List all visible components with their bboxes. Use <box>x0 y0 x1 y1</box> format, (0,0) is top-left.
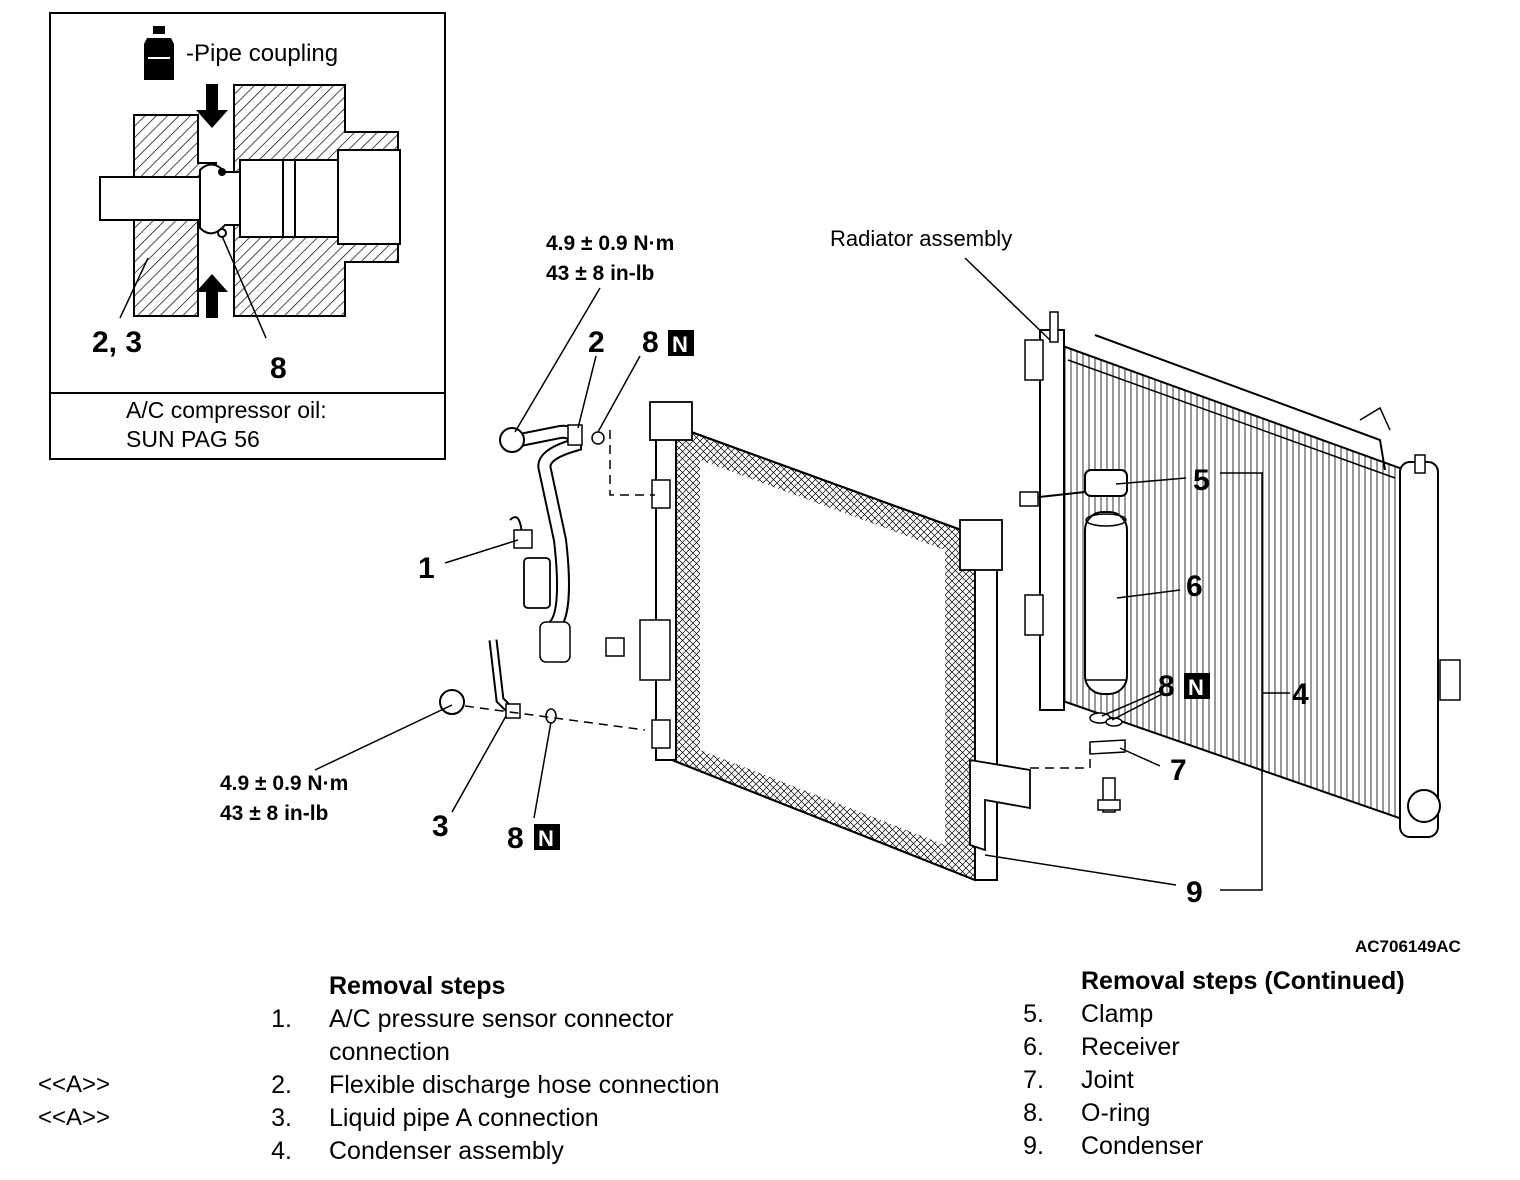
step-text: Condenser <box>1081 1132 1204 1160</box>
step-text: Receiver <box>1081 1033 1180 1061</box>
step-number: 1. <box>271 1005 292 1033</box>
step-text: Flexible discharge hose connection <box>329 1071 720 1099</box>
oil-spec-line1: A/C compressor oil: <box>126 397 327 423</box>
n-badge-bottom-text: N <box>538 826 554 851</box>
radiator-label: Radiator assembly <box>830 226 1012 251</box>
torque-bottom-line2: 43 ± 8 in-lb <box>220 802 328 825</box>
receiver <box>1019 469 1128 813</box>
removal-steps-left: Removal steps 1. A/C pressure sensor con… <box>0 968 780 1178</box>
step-number: 7. <box>1023 1066 1044 1094</box>
step-number: 9. <box>1023 1132 1044 1160</box>
liquid-pipe-a <box>439 639 557 724</box>
alignment-lines <box>464 430 1091 769</box>
oil-can-icon <box>144 26 174 80</box>
n-badge-top-text: N <box>672 332 688 357</box>
removal-steps-title: Removal steps <box>329 972 506 1000</box>
callout-2: 2 <box>588 326 605 359</box>
coupling-label: -Pipe coupling <box>186 40 338 67</box>
step-text: Liquid pipe A connection <box>329 1104 599 1132</box>
step-text: Clamp <box>1081 1000 1154 1028</box>
step-number: 8. <box>1023 1099 1044 1127</box>
step-text: Joint <box>1081 1066 1134 1094</box>
inset-oring-label: 8 <box>270 352 287 385</box>
torque-top-line1: 4.9 ± 0.9 N·m <box>546 232 674 255</box>
torque-top-line2: 43 ± 8 in-lb <box>546 262 654 285</box>
callout-1: 1 <box>418 552 435 585</box>
torque-bottom-line1: 4.9 ± 0.9 N·m <box>220 772 348 795</box>
step-number: 2. <box>271 1071 292 1099</box>
step-number: 6. <box>1023 1033 1044 1061</box>
step-number: 5. <box>1023 1000 1044 1028</box>
n-badge-bottom <box>534 824 560 850</box>
discharge-hose <box>499 424 605 663</box>
inset-parts-label: 2, 3 <box>92 326 142 359</box>
step-text: Condenser assembly <box>329 1137 564 1165</box>
callout-8-bottom: 8 <box>507 822 524 855</box>
step-ref: <<A>> <box>38 1071 111 1098</box>
step-number: 4. <box>271 1137 292 1165</box>
pressure-sensor <box>509 516 625 657</box>
step-text: O-ring <box>1081 1099 1151 1127</box>
callout-3: 3 <box>432 810 449 843</box>
callout-6: 6 <box>1186 570 1203 603</box>
step-ref: <<A>> <box>38 1104 111 1131</box>
callout-8-top: 8 <box>642 326 659 359</box>
leader-lines <box>314 257 1290 891</box>
callout-7: 7 <box>1170 754 1187 787</box>
n-badge-right-text: N <box>1188 675 1204 700</box>
figure-code: AC706149AC <box>1355 937 1461 956</box>
removal-steps-continued-title: Removal steps (Continued) <box>1081 967 1405 995</box>
condenser <box>639 401 1031 882</box>
n-badge-top <box>668 330 694 356</box>
callout-5: 5 <box>1193 464 1210 497</box>
callout-4: 4 <box>1292 678 1309 711</box>
pipe-coupling-inset: -Pipe coupling 2, 3 8 A/C compressor oil… <box>49 12 446 460</box>
removal-steps-right: Removal steps (Continued) 5. Clamp 6. Re… <box>1000 964 1500 1174</box>
exploded-diagram: -Pipe coupling 2, 3 8 A/C compressor oil… <box>49 12 1461 956</box>
step-number: 3. <box>271 1104 292 1132</box>
oil-spec-line2: SUN PAG 56 <box>126 426 260 452</box>
callout-8-right: 8 <box>1158 670 1175 703</box>
radiator-assembly <box>1024 311 1461 838</box>
callout-9: 9 <box>1186 876 1203 909</box>
step-text-cont: connection <box>329 1038 450 1066</box>
step-text: A/C pressure sensor connector <box>329 1005 674 1033</box>
n-badge-right <box>1184 673 1210 699</box>
